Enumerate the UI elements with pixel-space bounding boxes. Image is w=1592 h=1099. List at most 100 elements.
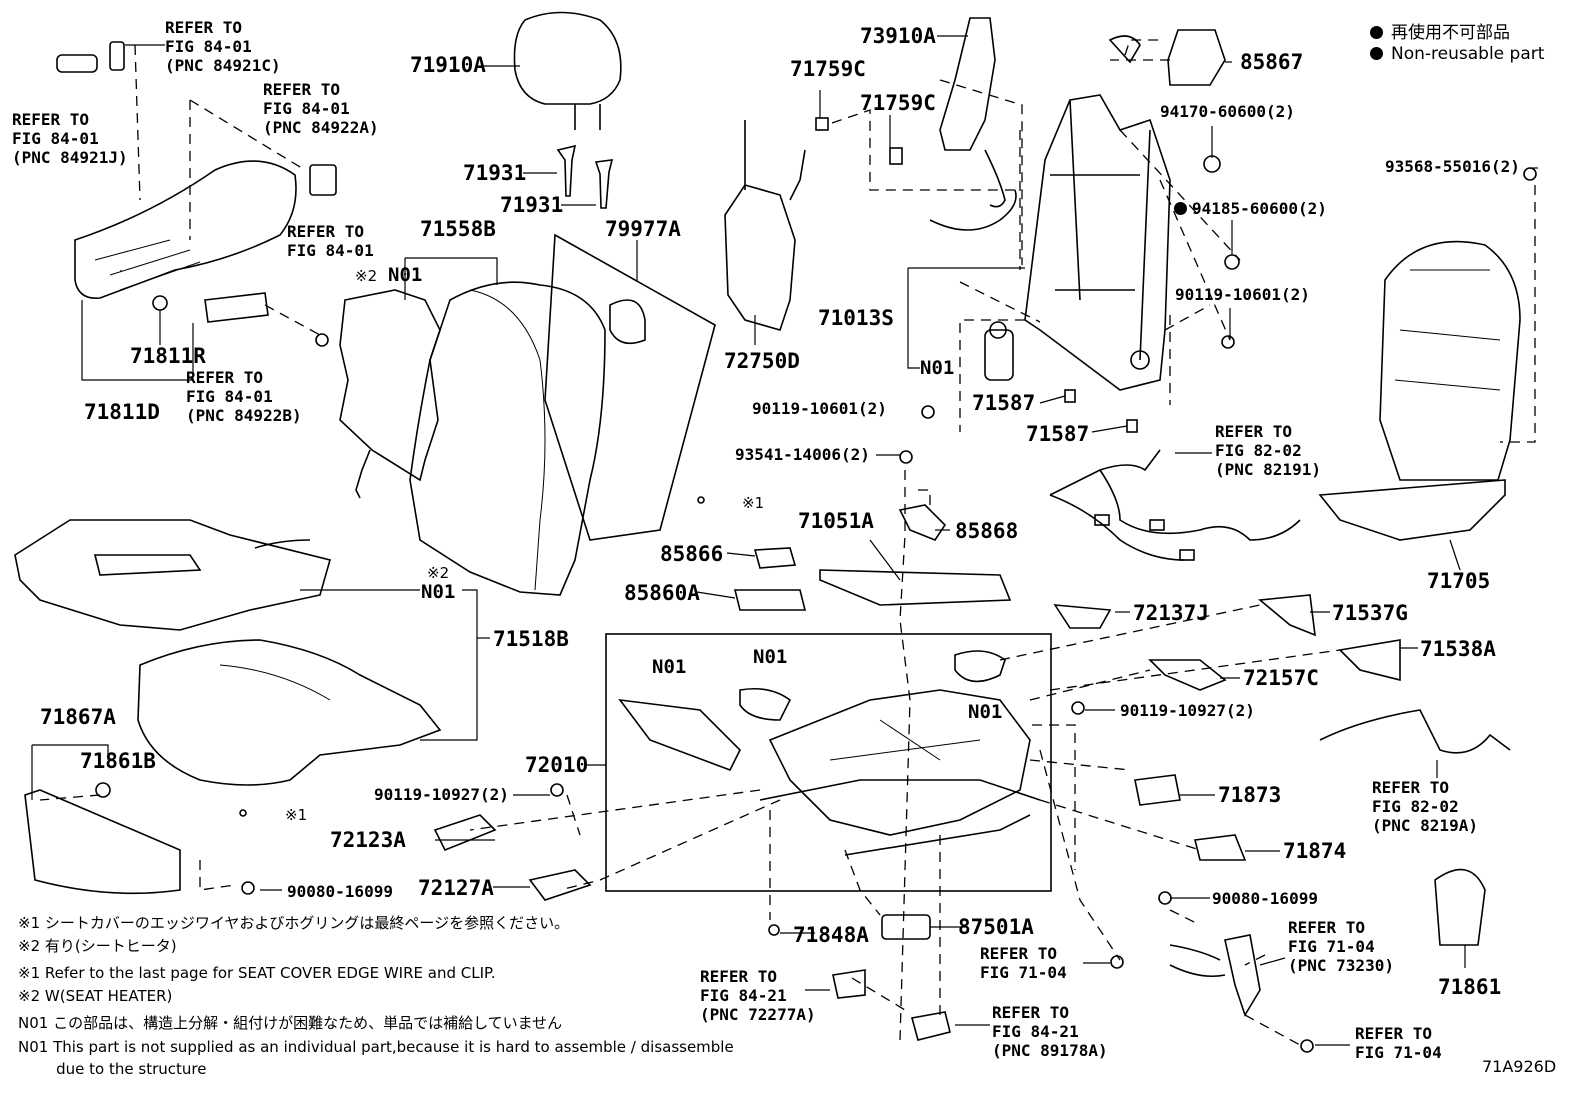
part-label[interactable]: 90119-10927(2) [1120, 701, 1255, 720]
refer-to-label[interactable]: REFER TO FIG 84-01 [287, 222, 374, 260]
non-reusable-dot-icon [1370, 26, 1383, 39]
part-label[interactable]: 71861B [80, 749, 156, 773]
cushion-frame-drawing [759, 689, 1041, 856]
footnote-en-1: ※1 Refer to the last page for SEAT COVER… [18, 964, 496, 982]
part-label[interactable]: 90119-10601(2) [1175, 285, 1310, 304]
part-label[interactable]: 71867A [40, 705, 116, 729]
part-label[interactable]: 93541-14006(2) [735, 445, 870, 464]
part-label[interactable]: 71013S [818, 306, 894, 330]
footnote-jp-2: ※2 有り(シートヒータ) [18, 937, 177, 955]
back-heater-drawing [339, 289, 441, 499]
part-label[interactable]: 90119-10927(2) [374, 785, 509, 804]
mark-edge-wire: ※1 [285, 806, 308, 824]
cushion-cover-drawing [137, 639, 442, 786]
footnote-jp-1: ※1 シートカバーのエッジワイヤおよびホグリングは最終ページを参照ください。 [18, 914, 570, 932]
headrest-guide-drawing [556, 144, 614, 209]
refer-to-label[interactable]: REFER TO FIG 84-01 (PNC 84922B) [186, 368, 302, 425]
refer-to-label[interactable]: REFER TO FIG 82-02 (PNC 82191) [1215, 422, 1321, 479]
mark-seat-heater: ※2 [355, 267, 378, 285]
part-label[interactable]: 73910A [860, 24, 936, 48]
part-label[interactable]: 71910A [410, 53, 486, 77]
part-label[interactable]: 71873 [1218, 783, 1282, 807]
part-label[interactable]: 71931 [463, 161, 527, 185]
part-label[interactable]: 71811R [130, 344, 206, 368]
slide-motor-drawing [618, 650, 1006, 772]
recliner-motor-drawing [984, 321, 1014, 381]
side-shield-drawing [74, 160, 297, 299]
part-label[interactable]: 71587 [972, 391, 1036, 415]
refer-to-label[interactable]: REFER TO FIG 84-21 (PNC 72277A) [700, 967, 816, 1024]
footnote-en-n01-cont: due to the structure [18, 1060, 207, 1078]
part-label[interactable]: 71848A [793, 923, 869, 947]
part-label[interactable]: 71811D [84, 400, 160, 424]
part-label[interactable]: 71518B [493, 627, 569, 651]
n01-label: N01 [920, 357, 955, 379]
part-label[interactable]: 93568-55016(2) [1385, 157, 1520, 176]
part-label[interactable]: 79977A [605, 217, 681, 241]
part-label[interactable]: 71558B [420, 217, 496, 241]
front-cover-drawing [24, 789, 181, 895]
refer-to-label[interactable]: REFER TO FIG 84-01 (PNC 84921C) [165, 18, 281, 75]
refer-to-label[interactable]: REFER TO FIG 71-04 [980, 944, 1067, 982]
part-label[interactable]: 94185-60600(2) [1192, 199, 1327, 218]
back-panel-drawing [1318, 240, 1521, 541]
part-label[interactable]: 71874 [1283, 839, 1347, 863]
part-label[interactable]: 71587 [1026, 422, 1090, 446]
legend-en-text: Non-reusable part [1391, 44, 1545, 64]
part-label[interactable]: 72010 [525, 753, 589, 777]
back-board-drawing [544, 233, 716, 541]
part-label[interactable]: 71537G [1332, 601, 1408, 625]
refer-to-label[interactable]: REFER TO FIG 71-04 [1355, 1024, 1442, 1062]
part-label[interactable]: 90080-16099 [1212, 889, 1318, 908]
back-frame-drawing [1024, 94, 1171, 391]
lumbar-drawing [724, 120, 806, 331]
refer-to-label[interactable]: REFER TO FIG 71-04 (PNC 73230) [1288, 918, 1394, 975]
refer-to-label[interactable]: REFER TO FIG 84-01 (PNC 84922A) [263, 80, 379, 137]
non-reusable-dot-icon [1370, 47, 1383, 60]
part-label[interactable]: 71759C [790, 57, 866, 81]
refer-to-label[interactable]: REFER TO FIG 84-01 (PNC 84921J) [12, 110, 128, 167]
refer-to-label[interactable]: REFER TO FIG 84-21 (PNC 89178A) [992, 1003, 1108, 1060]
part-label[interactable]: 85867 [1240, 50, 1304, 74]
legend-en: Non-reusable part [1370, 44, 1544, 64]
footnote-jp-n01: N01 この部品は、構造上分解・組付けが困難なため、単品では補給していません [18, 1014, 563, 1032]
back-cover-drawing [409, 281, 606, 596]
n01-label: N01 [652, 656, 687, 678]
side-airbag-drawing [929, 17, 1017, 231]
part-label[interactable]: 72123A [330, 828, 406, 852]
footnote-en-2: ※2 W(SEAT HEATER) [18, 987, 173, 1005]
part-label[interactable]: 71759C [860, 91, 936, 115]
part-label[interactable]: 90080-16099 [287, 882, 393, 901]
mark-edge-wire: ※1 [742, 494, 765, 512]
n01-label: N01 [421, 581, 456, 603]
small-parts-drawing [56, 29, 1537, 1053]
part-label[interactable]: 72750D [724, 349, 800, 373]
part-label[interactable]: 90119-10601(2) [752, 399, 887, 418]
part-label[interactable]: 94170-60600(2) [1160, 102, 1295, 121]
n01-label: N01 [968, 701, 1003, 723]
part-label[interactable]: 72127A [418, 876, 494, 900]
non-reusable-dot-icon [1174, 202, 1187, 215]
part-label[interactable]: 71705 [1427, 569, 1491, 593]
part-label[interactable]: 71051A [798, 509, 874, 533]
part-label[interactable]: 71931 [500, 193, 564, 217]
part-label[interactable]: 85868 [955, 519, 1019, 543]
n01-label: N01 [753, 646, 788, 668]
part-label[interactable]: 72137J [1133, 601, 1209, 625]
refer-to-label[interactable]: REFER TO FIG 82-02 (PNC 8219A) [1372, 778, 1478, 835]
part-label[interactable]: 87501A [958, 915, 1034, 939]
n01-label: N01 [388, 264, 423, 286]
footnote-en-n01: N01 This part is not supplied as an indi… [18, 1038, 734, 1056]
part-label[interactable]: 72157C [1243, 666, 1319, 690]
legend-jp: 再使用不可部品 [1370, 18, 1510, 43]
legend-jp-text: 再使用不可部品 [1391, 23, 1510, 43]
figure-id: 71A926D [1482, 1057, 1557, 1076]
seat-harness-drawing [1049, 449, 1301, 561]
part-label[interactable]: 85860A [624, 581, 700, 605]
part-label[interactable]: 71538A [1420, 637, 1496, 661]
part-label[interactable]: 85866 [660, 542, 724, 566]
part-label[interactable]: 71861 [1438, 975, 1502, 999]
headrest-drawing [513, 11, 622, 130]
mark-seat-heater: ※2 [427, 564, 450, 582]
